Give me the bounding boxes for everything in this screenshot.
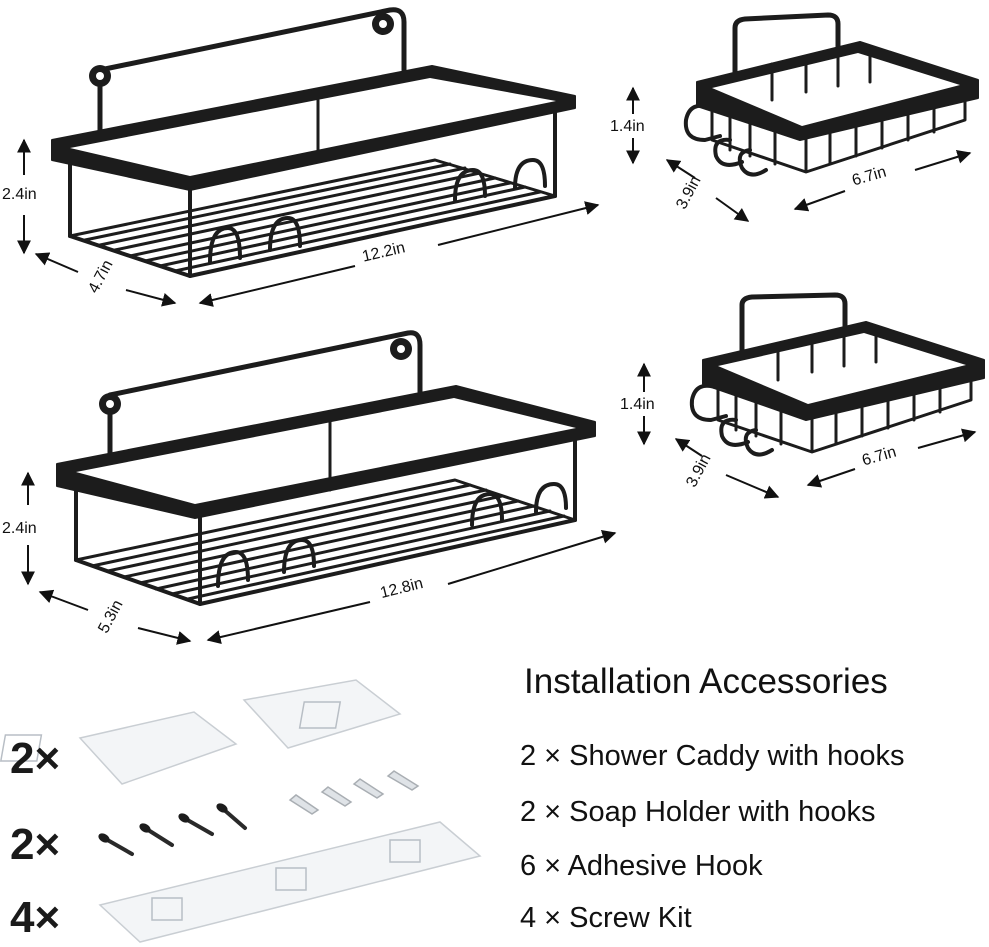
- screw-quantity-label: 2×: [10, 820, 61, 869]
- dimension-arrows: [17, 86, 977, 645]
- accessory-item: 4 × Screw Kit: [520, 902, 692, 934]
- soap-holder-2-illustration: [689, 292, 985, 457]
- shower-caddy-2-illustration: [56, 330, 596, 606]
- soap-2-height-label: 1.4in: [620, 396, 655, 413]
- wall-anchor-icon: [288, 770, 420, 815]
- soap-1-height-label: 1.4in: [610, 118, 645, 135]
- adhesive-strip-icon: [98, 821, 482, 943]
- adhesive-plate-icon: [0, 679, 402, 785]
- shower-caddy-1-illustration: [51, 7, 576, 278]
- caddy-2-height-label: 2.4in: [2, 520, 37, 537]
- soap-holder-1-illustration: [683, 12, 979, 177]
- accessory-item: 2 × Soap Holder with hooks: [520, 796, 876, 828]
- caddy-1-height-label: 2.4in: [2, 186, 37, 203]
- accessory-item: 2 × Shower Caddy with hooks: [520, 740, 905, 772]
- accessory-item: 6 × Adhesive Hook: [520, 850, 763, 882]
- screw-icon: [98, 803, 247, 856]
- strip-quantity-label: 4×: [10, 893, 61, 942]
- accessories-title: Installation Accessories: [524, 662, 888, 701]
- plate-quantity-label: 2×: [10, 734, 61, 783]
